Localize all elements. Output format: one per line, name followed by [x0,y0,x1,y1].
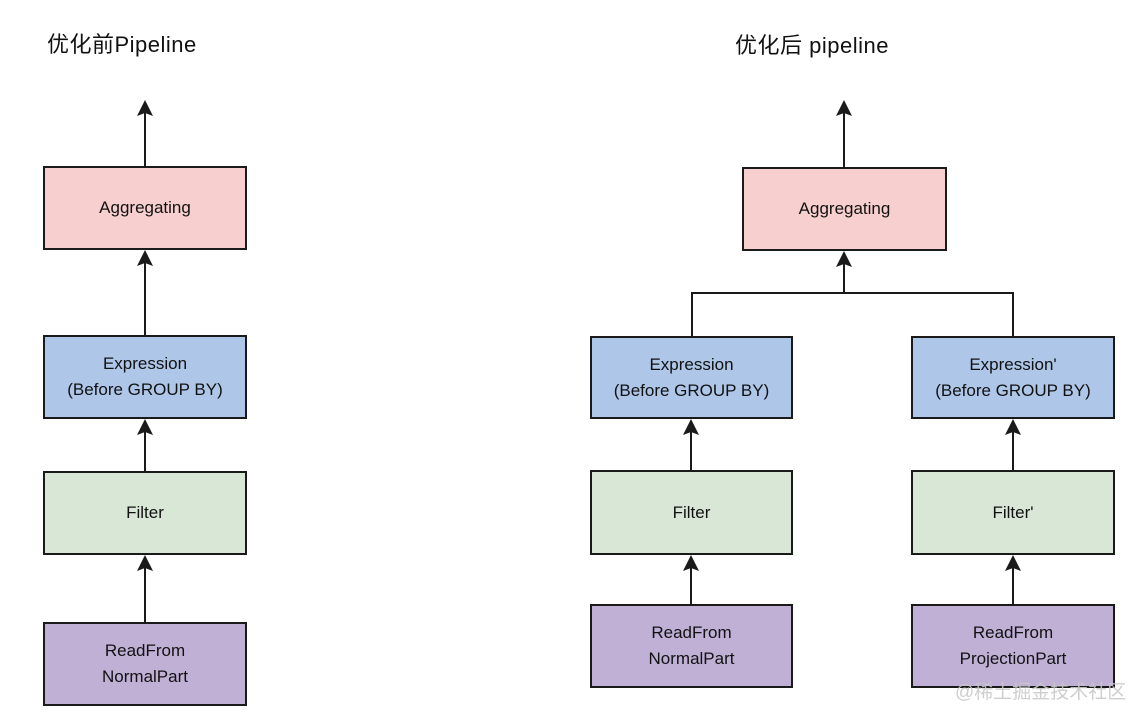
node-before-filter: Filter [43,471,247,555]
watermark: @稀土掘金技术社区 [955,682,1127,703]
node-label: ReadFrom [104,641,186,660]
node-sublabel: (Before GROUP BY) [935,380,1091,400]
node-before-aggregating: Aggregating [43,166,247,250]
node-label: Expression' [969,354,1057,374]
node-label: Aggregating [99,198,191,217]
node-label: Expression [649,354,734,374]
connector-right-merge-bar [691,292,1014,336]
node-after-expression-normal: Expression (Before GROUP BY) [590,336,793,419]
node-after-readfrom-projectionpart: ReadFrom ProjectionPart [911,604,1115,688]
node-label: Filter [672,502,711,522]
node-after-expression-projection: Expression' (Before GROUP BY) [911,336,1115,419]
node-after-filter-normal: Filter [590,470,793,555]
node-label: ReadFrom [972,623,1054,642]
node-after-aggregating: Aggregating [742,167,947,251]
node-label: Filter' [992,502,1034,522]
node-before-readfrom-normalpart: ReadFrom NormalPart [43,622,247,706]
node-sublabel: (Before GROUP BY) [613,380,770,400]
node-sublabel: NormalPart [102,667,188,686]
node-sublabel: NormalPart [648,649,735,668]
node-label: Filter [126,503,164,522]
node-label: ReadFrom [651,623,732,642]
left-diagram-title: 优化前Pipeline [47,32,197,57]
right-diagram-title: 优化后 pipeline [735,33,889,58]
node-after-readfrom-normalpart: ReadFrom NormalPart [590,604,793,688]
node-before-expression: Expression (Before GROUP BY) [43,335,247,419]
node-sublabel: ProjectionPart [959,649,1067,668]
node-label: Aggregating [798,199,891,218]
node-label: Expression [102,354,188,373]
node-after-filter-projection: Filter' [911,470,1115,555]
node-sublabel: (Before GROUP BY) [67,380,223,399]
